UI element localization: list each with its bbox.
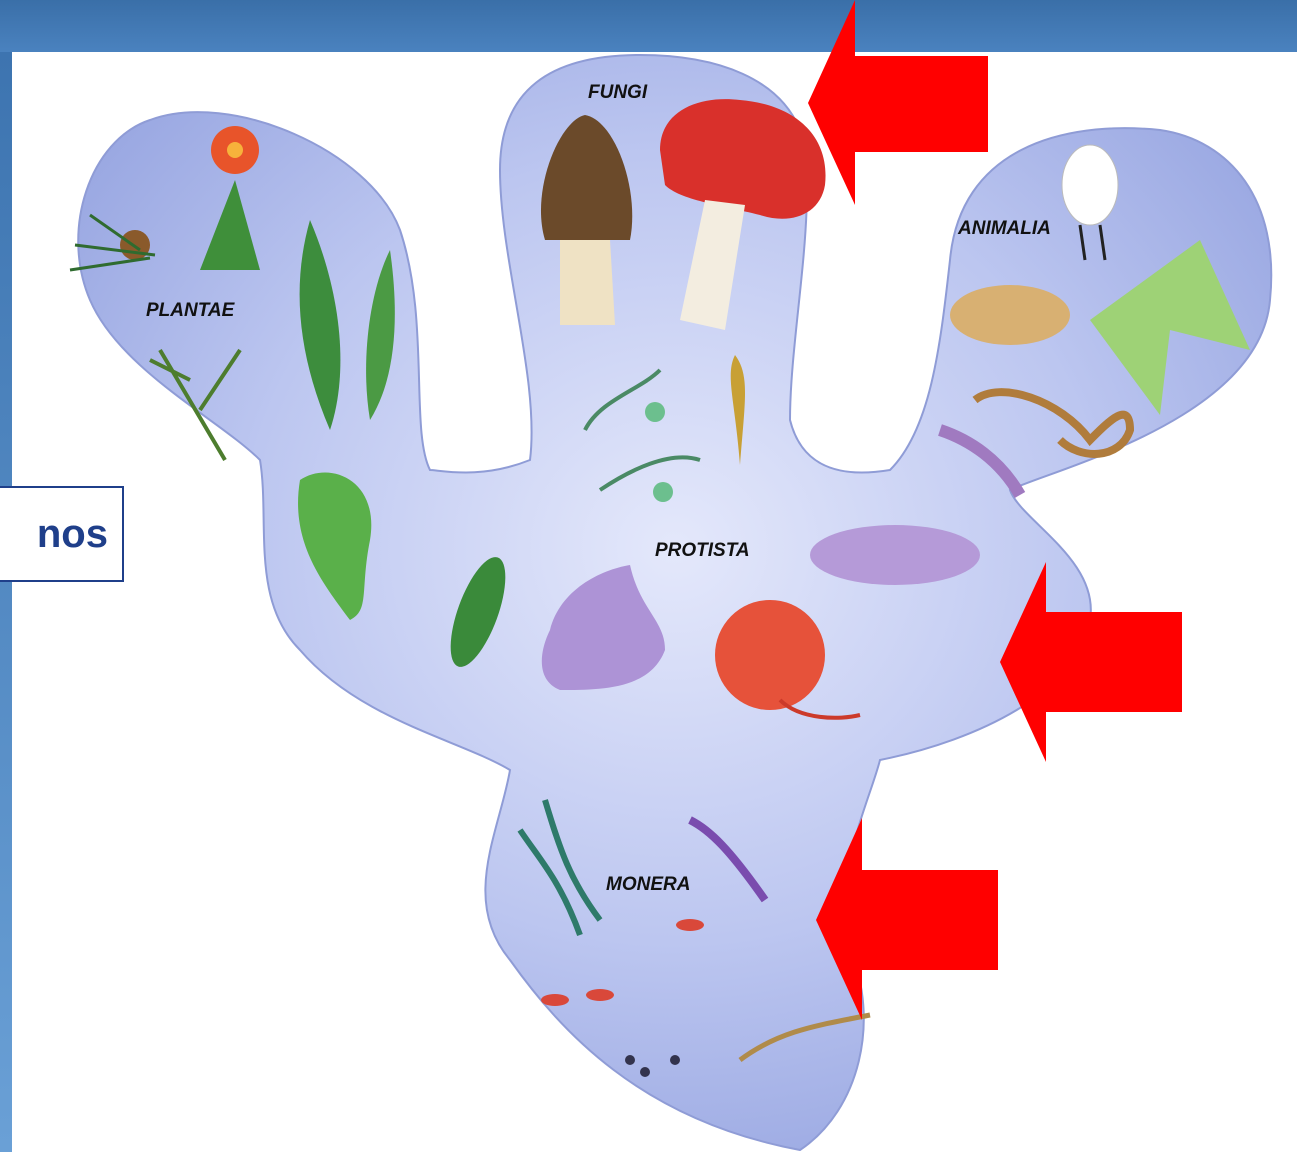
callout-text-box: nos — [0, 486, 124, 582]
label-monera: MONERA — [606, 874, 690, 895]
label-plantae: PLANTAE — [146, 300, 236, 321]
label-protista: PROTISTA — [655, 540, 750, 561]
dinoflagellate-icon — [715, 600, 825, 710]
clam-icon — [950, 285, 1070, 345]
label-fungi: FUNGI — [588, 82, 648, 103]
arrow-pointing-left-fungi — [808, 0, 988, 205]
egret-icon — [1062, 145, 1118, 225]
callout-text: nos — [37, 512, 108, 557]
bacillus-icon — [676, 919, 704, 931]
label-animalia: ANIMALIA — [957, 218, 1051, 239]
morel-stem-icon — [560, 240, 615, 325]
cocci-icon — [625, 1055, 635, 1065]
paramecium-icon — [810, 525, 980, 585]
